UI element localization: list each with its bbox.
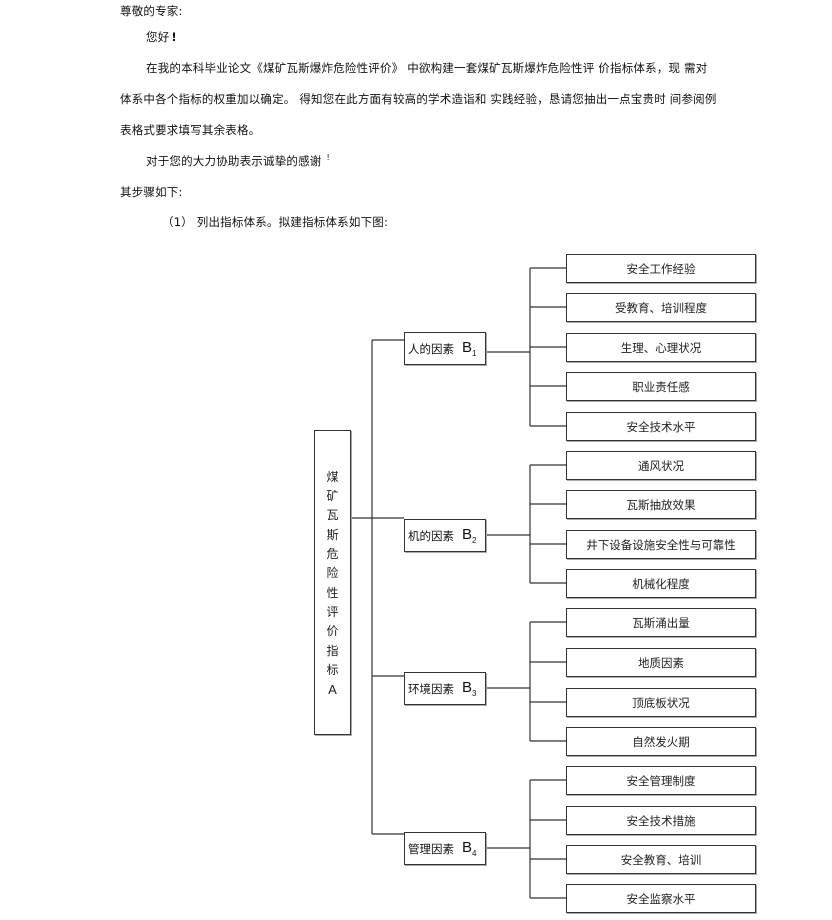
factor-code: B1 bbox=[462, 339, 477, 358]
root-char: 矿 bbox=[326, 489, 339, 504]
root-char: 煤 bbox=[326, 469, 339, 484]
indicator-box: 机械化程度 bbox=[566, 569, 756, 598]
salutation: 尊敬的专家: bbox=[120, 4, 183, 18]
factor-box-environment: 环境因素 B3 bbox=[404, 672, 486, 705]
indicator-box: 通风状况 bbox=[566, 451, 756, 480]
factor-box-human: 人的因素 B1 bbox=[404, 332, 486, 365]
factor-label: 人的因素 bbox=[408, 341, 454, 356]
indicator-box: 受教育、培训程度 bbox=[566, 293, 756, 322]
indicator-box: 瓦斯抽放效果 bbox=[566, 490, 756, 519]
indicator-box: 自然发火期 bbox=[566, 727, 756, 756]
indicator-box: 职业责任感 bbox=[566, 372, 756, 401]
factor-label: 机的因素 bbox=[408, 528, 454, 543]
indicator-box: 安全管理制度 bbox=[566, 766, 756, 795]
factor-label: 管理因素 bbox=[408, 841, 454, 856]
factor-label: 环境因素 bbox=[408, 681, 454, 696]
root-char: 险 bbox=[326, 566, 339, 581]
factor-code: B2 bbox=[462, 526, 477, 545]
greeting-text: 您好 bbox=[146, 30, 170, 44]
root-char: 斯 bbox=[326, 527, 339, 542]
paragraph-1-line-1: 在我的本科毕业论文《煤矿瓦斯爆炸危险性评价》 中欲构建一套煤矿瓦斯爆炸危险性评 … bbox=[146, 61, 708, 75]
indicator-box: 安全技术措施 bbox=[566, 806, 756, 835]
factor-code: B3 bbox=[462, 679, 477, 698]
indicator-box: 安全监察水平 bbox=[566, 884, 756, 913]
paragraph-1-line-2: 体系中各个指标的权重加以确定。 得知您在此方面有较高的学术造诣和 实践经验，恳请… bbox=[120, 92, 717, 106]
factor-box-management: 管理因素 B4 bbox=[404, 832, 486, 865]
factor-code: B4 bbox=[462, 839, 477, 858]
thanks-line: 对于您的大力协助表示诚挚的感谢! bbox=[146, 153, 330, 169]
indicator-box: 生理、心理状况 bbox=[566, 333, 756, 362]
indicator-box: 安全技术水平 bbox=[566, 412, 756, 441]
paragraph-1-line-3: 表格式要求填写其余表格。 bbox=[120, 123, 261, 137]
steps-intro: 其步骤如下: bbox=[120, 185, 183, 199]
indicator-box: 瓦斯涌出量 bbox=[566, 608, 756, 637]
indicator-box: 安全工作经验 bbox=[566, 254, 756, 283]
indicator-box: 地质因素 bbox=[566, 648, 756, 677]
factor-box-machine: 机的因素 B2 bbox=[404, 519, 486, 552]
thanks-text: 对于您的大力协助表示诚挚的感谢 bbox=[146, 154, 322, 168]
root-index-box: 煤 矿 瓦 斯 危 险 性 评 价 指 标 A bbox=[314, 430, 351, 735]
root-char: 标 bbox=[326, 662, 339, 677]
root-char: 危 bbox=[326, 547, 339, 562]
root-code: A bbox=[328, 682, 337, 698]
indicator-box: 井下设备设施安全性与可靠性 bbox=[566, 530, 756, 559]
root-char: 性 bbox=[326, 585, 339, 600]
step-1: （1） 列出指标体系。拟建指标体系如下图: bbox=[162, 215, 389, 229]
indicator-box: 安全教育、培训 bbox=[566, 845, 756, 874]
root-char: 价 bbox=[326, 624, 339, 639]
root-char: 指 bbox=[326, 643, 339, 658]
greeting-mark: ! bbox=[171, 30, 177, 44]
greeting: 您好! bbox=[146, 29, 177, 45]
root-char: 评 bbox=[326, 604, 339, 619]
indicator-box: 顶底板状况 bbox=[566, 688, 756, 717]
root-char: 瓦 bbox=[326, 508, 339, 523]
thanks-mark: ! bbox=[326, 153, 330, 163]
